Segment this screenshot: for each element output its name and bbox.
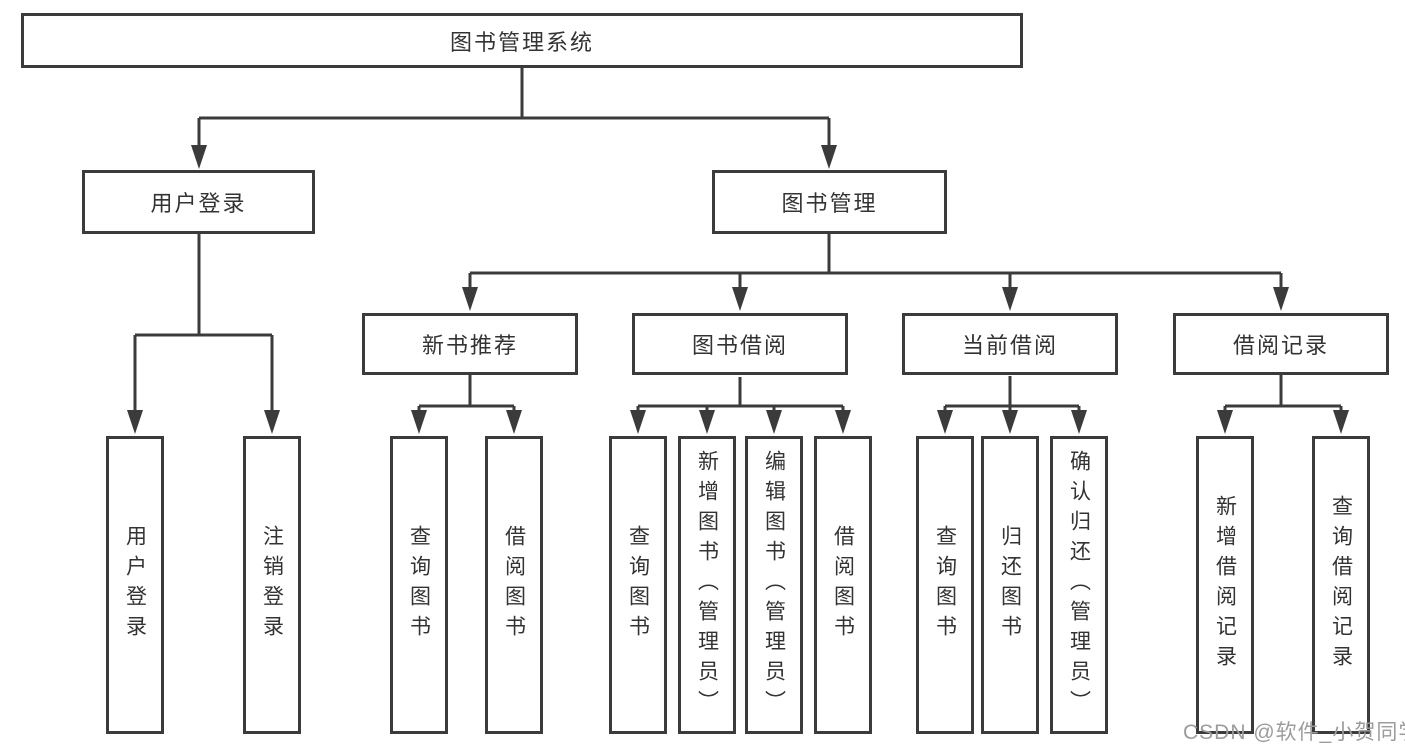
leaf-confirm-return-admin-label: 确认归还（管理员） <box>1067 450 1091 720</box>
node-library-system: 图书管理系统 <box>21 13 1023 68</box>
leaf-edit-books-admin: 编辑图书（管理员） <box>745 436 803 734</box>
leaf-query-borrow-record: 查询借阅记录 <box>1312 436 1370 734</box>
leaf-add-borrow-record: 新增借阅记录 <box>1196 436 1254 734</box>
node-borrowing-records-label: 借阅记录 <box>1232 333 1329 358</box>
watermark: CSDN @软件_小贺同学 <box>1183 721 1405 744</box>
leaf-logout-label: 注销登录 <box>260 525 284 645</box>
leaf-add-books-admin: 新增图书（管理员） <box>678 436 736 734</box>
leaf-recommend-borrow-books: 借阅图书 <box>485 436 543 734</box>
node-current-borrowing-label: 当前借阅 <box>961 333 1058 358</box>
leaf-borrowing-query-books-label: 查询图书 <box>626 525 650 645</box>
leaf-query-borrow-record-label: 查询借阅记录 <box>1329 495 1353 675</box>
leaf-return-books-label: 归还图书 <box>998 525 1022 645</box>
leaf-recommend-query-books-label: 查询图书 <box>407 525 431 645</box>
arrowheads <box>127 145 1349 434</box>
node-book-management-label: 图书管理 <box>781 191 878 216</box>
leaf-edit-books-admin-label: 编辑图书（管理员） <box>762 450 786 720</box>
leaf-add-borrow-record-label: 新增借阅记录 <box>1213 495 1237 675</box>
node-new-book-recommend: 新书推荐 <box>362 313 578 375</box>
leaf-logout: 注销登录 <box>243 436 301 734</box>
leaf-recommend-borrow-books-label: 借阅图书 <box>502 525 526 645</box>
node-book-management: 图书管理 <box>712 170 947 234</box>
leaf-user-login: 用户登录 <box>106 436 164 734</box>
leaf-user-login-label: 用户登录 <box>123 525 147 645</box>
leaf-borrowing-borrow-books: 借阅图书 <box>814 436 872 734</box>
leaf-confirm-return-admin: 确认归还（管理员） <box>1050 436 1108 734</box>
leaf-borrowing-borrow-books-label: 借阅图书 <box>831 525 855 645</box>
leaf-add-books-admin-label: 新增图书（管理员） <box>695 450 719 720</box>
node-borrowing-records: 借阅记录 <box>1173 313 1389 375</box>
node-library-system-label: 图书管理系统 <box>449 29 594 55</box>
leaf-current-query-books: 查询图书 <box>916 436 974 734</box>
leaf-return-books: 归还图书 <box>981 436 1039 734</box>
node-book-borrowing-label: 图书借阅 <box>691 333 788 358</box>
node-book-borrowing: 图书借阅 <box>632 313 848 375</box>
leaf-borrowing-query-books: 查询图书 <box>609 436 667 734</box>
node-new-book-recommend-label: 新书推荐 <box>421 333 518 358</box>
leaf-current-query-books-label: 查询图书 <box>933 525 957 645</box>
node-user-login-label: 用户登录 <box>150 191 247 216</box>
leaf-recommend-query-books: 查询图书 <box>390 436 448 734</box>
node-user-login: 用户登录 <box>82 170 315 234</box>
node-current-borrowing: 当前借阅 <box>902 313 1118 375</box>
